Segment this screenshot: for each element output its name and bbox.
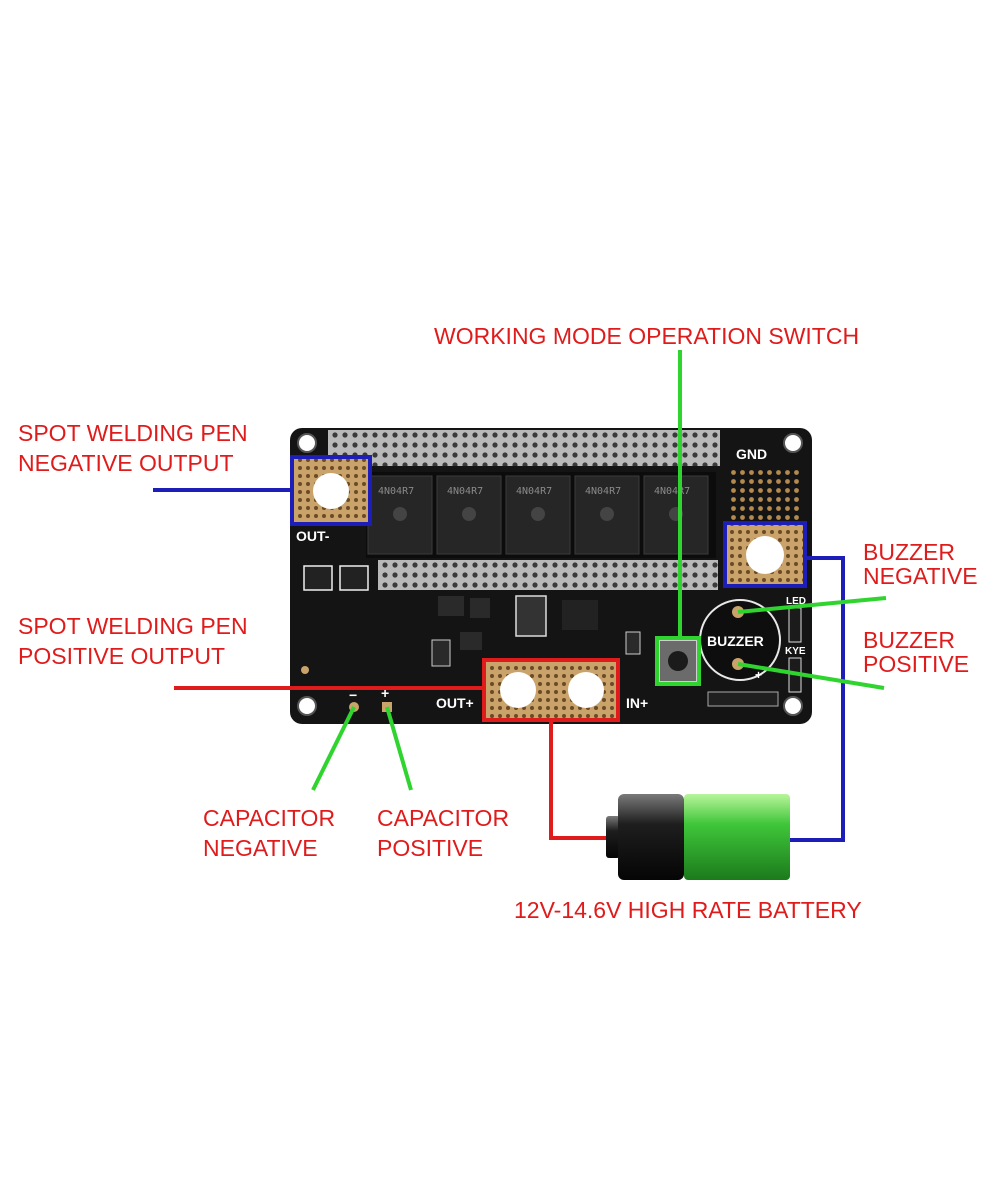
mosfet-marking: 4N04R7 bbox=[585, 486, 621, 497]
buzzer-silk-label: BUZZER bbox=[707, 633, 764, 649]
led-label: LED bbox=[786, 596, 806, 607]
negative-output-callout-line1: SPOT WELDING PEN bbox=[18, 420, 248, 446]
negative-output-callout-line2: NEGATIVE OUTPUT bbox=[18, 450, 234, 476]
positive-output-callout-line1: SPOT WELDING PEN bbox=[18, 613, 248, 639]
mosfet: 4N04R7 bbox=[643, 475, 709, 555]
mosfet: 4N04R7 bbox=[436, 475, 502, 555]
buzzer-negative-callout-line2: NEGATIVE bbox=[863, 563, 978, 589]
capacitor-negative-callout-line2: NEGATIVE bbox=[203, 835, 318, 861]
buzzer-negative-callout-line1: BUZZER bbox=[863, 539, 955, 565]
mosfet: 4N04R7 bbox=[367, 475, 433, 555]
capacitor-plus-mark: + bbox=[381, 685, 389, 701]
mosfet-marking: 4N04R7 bbox=[654, 486, 690, 497]
capacitor-minus-mark: − bbox=[349, 687, 357, 703]
gnd-pad-grid bbox=[730, 468, 800, 522]
gnd-terminal-highlight bbox=[723, 521, 807, 588]
mosfet-row: 4N04R7 4N04R7 4N04R7 4N04R7 4N04R7 bbox=[366, 472, 716, 558]
mosfet-marking: 4N04R7 bbox=[378, 486, 414, 497]
positive-output-callout-line2: POSITIVE OUTPUT bbox=[18, 643, 225, 669]
gnd-label: GND bbox=[736, 446, 767, 462]
buzzer-negative-leader bbox=[737, 596, 887, 614]
buzzer-positive-callout-line1: BUZZER bbox=[863, 627, 955, 653]
capacitor-positive-leader bbox=[385, 706, 413, 791]
capacitor-negative-callout-line1: CAPACITOR bbox=[203, 805, 335, 831]
battery-positive-wire bbox=[549, 720, 612, 840]
kye-label: KYE bbox=[785, 646, 806, 657]
mosfet: 4N04R7 bbox=[574, 475, 640, 555]
mosfet: 4N04R7 bbox=[505, 475, 571, 555]
buzzer-plus-mark: + bbox=[755, 668, 762, 682]
switch-callout: WORKING MODE OPERATION SWITCH bbox=[434, 323, 859, 349]
out-minus-label: OUT- bbox=[296, 528, 330, 544]
battery-negative-wire bbox=[790, 556, 845, 842]
smd-components bbox=[301, 565, 779, 707]
mode-switch bbox=[658, 639, 698, 683]
mosfet-marking: 4N04R7 bbox=[447, 486, 483, 497]
capacitor-positive-callout-line1: CAPACITOR bbox=[377, 805, 509, 831]
capacitor-negative-leader bbox=[311, 706, 356, 791]
capacitor-positive-callout-line2: POSITIVE bbox=[377, 835, 483, 861]
battery-icon bbox=[606, 794, 790, 880]
mosfet-marking: 4N04R7 bbox=[516, 486, 552, 497]
in-plus-label: IN+ bbox=[626, 695, 648, 711]
buzzer-positive-callout-line2: POSITIVE bbox=[863, 651, 969, 677]
buzzer-positive-leader bbox=[737, 662, 885, 690]
out-plus-label: OUT+ bbox=[436, 695, 474, 711]
battery-callout: 12V-14.6V HIGH RATE BATTERY bbox=[514, 897, 862, 923]
